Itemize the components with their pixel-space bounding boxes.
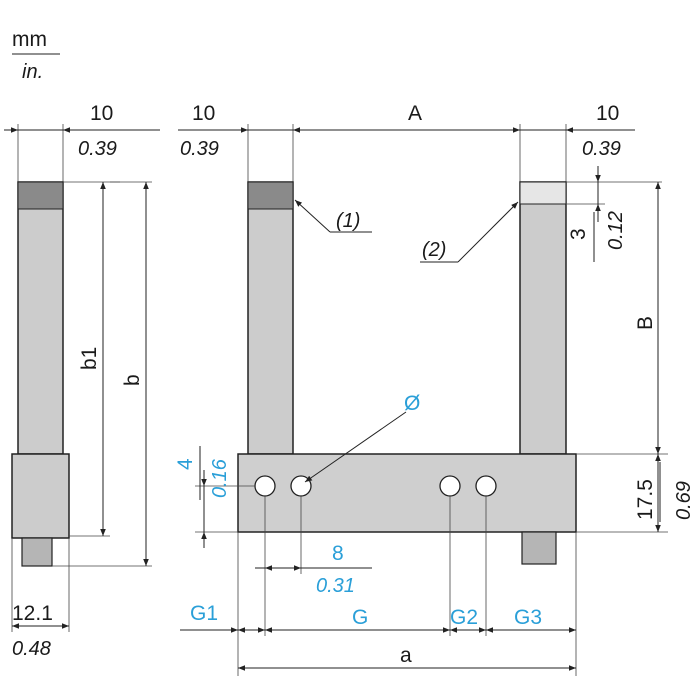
dim-a: a: [400, 644, 412, 667]
dim-g1: G1: [190, 602, 218, 625]
receiver-cap: [519, 181, 567, 205]
side-cap: [17, 181, 64, 210]
side-top-width-in: 0.39: [78, 138, 117, 160]
mounting-hole-4: [475, 475, 497, 497]
height-b-label: B: [634, 316, 657, 330]
callout-2: (2): [422, 239, 446, 261]
hole-pitch-mm: 8: [332, 542, 344, 565]
side-base-width-mm: 12.1: [12, 602, 53, 625]
side-base: [11, 453, 70, 539]
gap-a-label: A: [408, 102, 422, 125]
emitter-cap: [247, 181, 294, 210]
side-top-width-mm: 10: [90, 102, 113, 125]
side-connector: [21, 537, 53, 567]
dim-g2: G2: [450, 606, 478, 629]
side-b1-label: b1: [78, 347, 101, 370]
marker-offset-in: 0.12: [605, 211, 627, 250]
right-arm: [519, 181, 567, 455]
mounting-hole-2: [290, 475, 312, 497]
diameter-symbol: Ø: [404, 392, 420, 415]
mounting-hole-3: [439, 475, 461, 497]
left-arm-width-mm: 10: [192, 102, 215, 125]
right-arm-width-in: 0.39: [582, 138, 621, 160]
hole-height-mm: 4: [174, 458, 197, 470]
left-arm-width-in: 0.39: [180, 138, 219, 160]
callout-1: (1): [336, 210, 360, 232]
hole-height-in: 0.16: [209, 458, 231, 498]
right-arm-width-mm: 10: [596, 102, 619, 125]
front-connector: [521, 531, 557, 565]
side-base-width-in: 0.48: [12, 638, 51, 660]
body-height-in: 0.69: [673, 481, 695, 520]
left-arm: [247, 181, 294, 455]
unit-in: in.: [22, 61, 43, 83]
units-legend: mm in.: [12, 28, 60, 83]
side-b-label: b: [121, 374, 144, 386]
side-view: 10 0.39 b1 b 12.1 0.48: [4, 102, 160, 660]
body-height-mm: 17.5: [634, 479, 657, 520]
marker-offset-mm: 3: [567, 228, 590, 240]
side-arm: [17, 181, 64, 455]
mounting-hole-1: [254, 475, 276, 497]
fork-base: [237, 453, 577, 533]
dim-g: G: [352, 606, 368, 629]
hole-pitch-in: 0.31: [316, 575, 355, 597]
unit-mm: mm: [12, 28, 47, 51]
dim-g3: G3: [514, 606, 542, 629]
front-view: 10 0.39 A 10 0.39 (1) (2) 3 0.12: [174, 102, 695, 676]
